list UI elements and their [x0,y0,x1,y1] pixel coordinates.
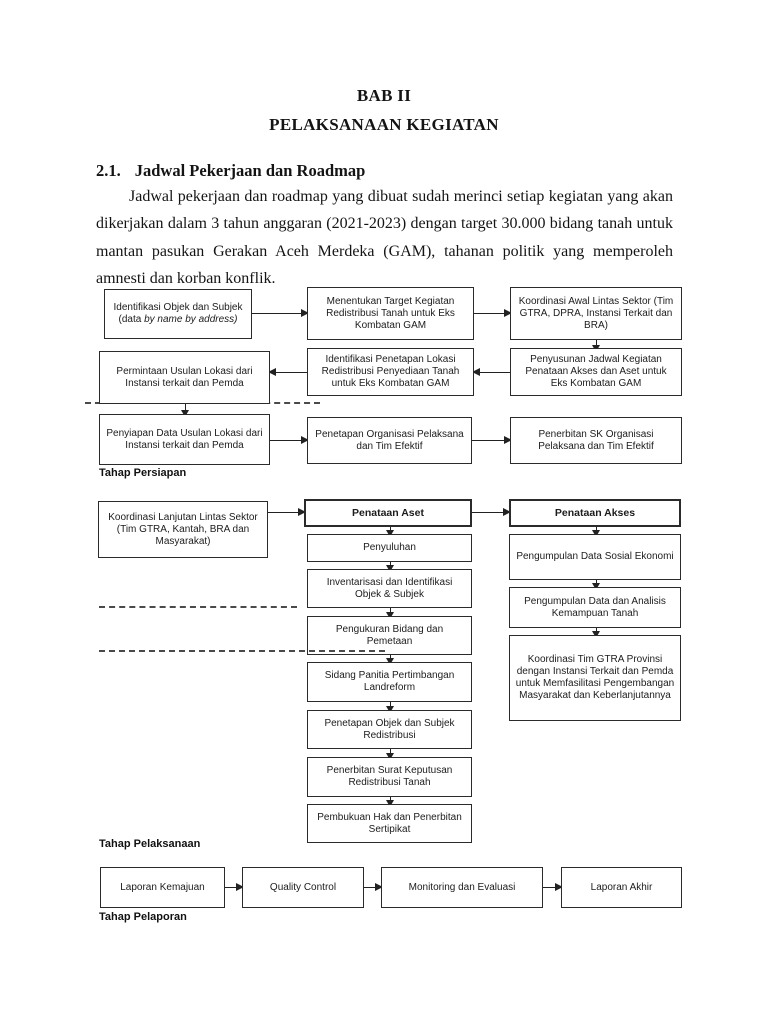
phase-label-pelaporan: Tahap Pelaporan [99,911,187,923]
flow-arrow-down [591,580,600,590]
flow-header-penataan-akses: Penataan Akses [509,499,681,527]
flow-box-penyiapan-data: Penyiapan Data Usulan Lokasi dari Instan… [99,414,270,465]
flow-arrow-right [252,308,309,317]
flow-arrow-down [385,655,394,665]
flow-box-menentukan-target: Menentukan Target Kegiatan Redistribusi … [307,287,474,340]
flow-box-pengumpulan-sosial: Pengumpulan Data Sosial Ekonomi [509,534,681,580]
box-line: (data by name by address) [114,314,243,326]
flow-arrow-down [591,527,600,537]
flow-arrow-right [268,507,306,516]
flow-box-penerbitan-surat: Penerbitan Surat Keputusan Redistribusi … [307,757,472,797]
flow-arrow-down [385,749,394,760]
box-text: (data [118,314,145,325]
flow-box-penerbitan-sk: Penerbitan SK Organisasi Pelaksana dan T… [510,417,682,464]
chapter-subtitle: PELAKSANAAN KEGIATAN [269,115,499,134]
flow-box-monitoring-evaluasi: Monitoring dan Evaluasi [381,867,543,908]
phase-divider-dashed-line [99,650,385,652]
flow-arrow-right [543,882,563,891]
body-paragraph: Jadwal pekerjaan dan roadmap yang dibuat… [96,188,673,288]
box-text-italic: by name by address) [144,314,238,325]
section-number: 2.1. [96,161,121,180]
flow-box-koordinasi-lanjutan: Koordinasi Lanjutan Lintas Sektor (Tim G… [98,501,268,558]
flow-arrow-down [385,562,394,572]
flow-arrow-down [591,628,600,638]
section-heading: 2.1. Jadwal Pekerjaan dan Roadmap [96,161,365,181]
flow-box-koordinasi-awal: Koordinasi Awal Lintas Sektor (Tim GTRA,… [510,287,682,340]
flow-box-penetapan-objek: Penetapan Objek dan Subjek Redistribusi [307,710,472,749]
flow-arrow-right [364,882,383,891]
phase-divider-dashed-line [99,606,297,608]
flow-box-laporan-akhir: Laporan Akhir [561,867,682,908]
flow-box-penetapan-organisasi: Penetapan Organisasi Pelaksana dan Tim E… [307,417,472,464]
flow-box-koordinasi-gtra-provinsi: Koordinasi Tim GTRA Provinsi dengan Inst… [509,635,681,721]
flow-arrow-right [472,507,511,516]
flow-arrow-down [385,608,394,619]
flow-box-pembukuan-hak: Pembukuan Hak dan Penerbitan Sertipikat [307,804,472,843]
flow-arrow-down [385,527,394,537]
flow-box-identifikasi-penetapan: Identifikasi Penetapan Lokasi Redistribu… [307,348,474,396]
flow-arrow-right [270,435,309,444]
flow-arrow-right [472,435,512,444]
flow-box-sidang-panitia: Sidang Panitia Pertimbangan Landreform [307,662,472,702]
flow-box-pengukuran: Pengukuran Bidang dan Pemetaan [307,616,472,655]
flow-box-pengumpulan-analisis: Pengumpulan Data dan Analisis Kemampuan … [509,587,681,628]
phase-label-persiapan: Tahap Persiapan [99,467,187,479]
flow-arrow-right [474,308,512,317]
flow-arrow-down [385,797,394,807]
section-title: Jadwal Pekerjaan dan Roadmap [134,161,366,180]
box-line: Identifikasi Objek dan Subjek [113,302,243,313]
flow-box-permintaan-usulan: Permintaan Usulan Lokasi dari Instansi t… [99,351,270,404]
flow-box-laporan-kemajuan: Laporan Kemajuan [100,867,225,908]
flow-box-quality-control: Quality Control [242,867,364,908]
chapter-title: BAB II [356,86,412,105]
flow-header-penataan-aset: Penataan Aset [304,499,472,527]
flow-box-identifikasi-objek-subjek: Identifikasi Objek dan Subjek (data by n… [104,289,252,339]
flow-box-penyuluhan: Penyuluhan [307,534,472,562]
flow-arrow-left [268,367,307,376]
flow-arrow-right [225,882,244,891]
flow-box-inventarisasi: Inventarisasi dan Identifikasi Objek & S… [307,569,472,608]
flow-arrow-down [180,404,189,417]
flow-arrow-down [385,702,394,713]
phase-label-pelaksanaan: Tahap Pelaksanaan [99,838,201,850]
flow-box-penyusunan-jadwal: Penyusunan Jadwal Kegiatan Penataan Akse… [510,348,682,396]
flow-arrow-left [472,367,510,376]
